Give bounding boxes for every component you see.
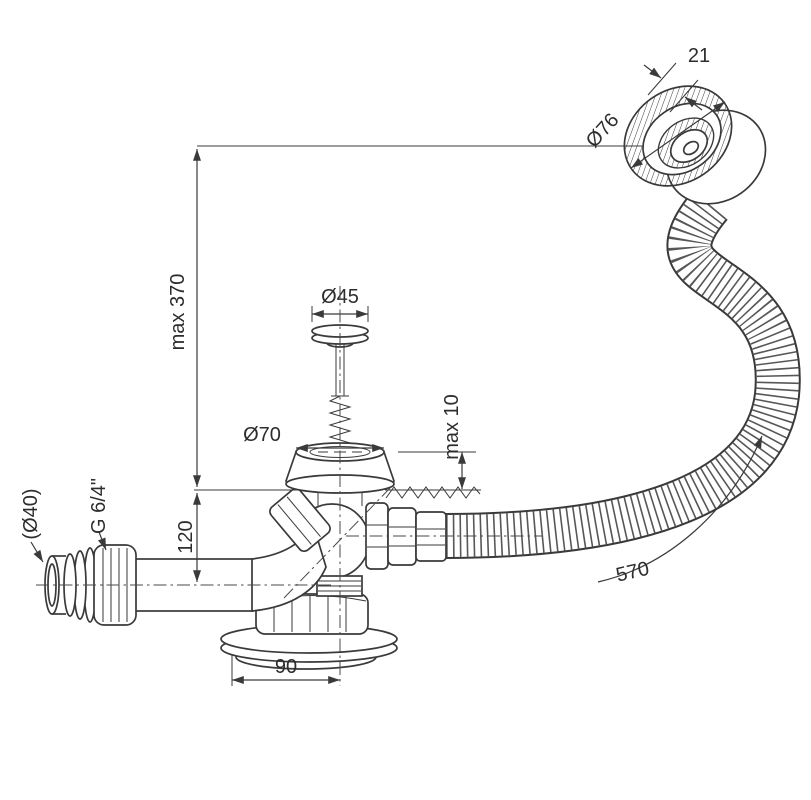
dim-label-21: 21 — [688, 45, 710, 67]
dim-label-d70: Ø70 — [243, 424, 281, 446]
dim-21: 21 — [643, 45, 710, 113]
dim-label-max-370: max 370 — [167, 274, 189, 351]
outlet-tailpiece — [44, 555, 66, 615]
tub-through-stub — [317, 491, 363, 506]
dim-label-d40: (Ø40) — [20, 488, 42, 539]
elbow-union-nut — [269, 487, 331, 553]
dim-120: 120 — [175, 489, 298, 582]
dim-max-10: max 10 — [398, 394, 476, 489]
dim-90: 90 — [231, 654, 340, 686]
dim-g64: G 6/4" — [88, 478, 110, 551]
plug-stem — [335, 344, 345, 396]
dim-label-570: 570 — [614, 558, 651, 587]
elbow-axis-centerline — [283, 485, 393, 599]
tub-hatch — [385, 486, 481, 499]
dim-d70: Ø70 — [243, 424, 384, 452]
hose-ribs — [443, 191, 799, 557]
dim-max-370: max 370 — [167, 145, 642, 487]
overflow-hose — [443, 190, 801, 559]
hose-body — [443, 191, 799, 557]
tub-section-line — [385, 486, 481, 499]
dim-label-max-10: max 10 — [441, 394, 463, 460]
dim-d40: (Ø40) — [20, 488, 44, 563]
dim-label-g64: G 6/4" — [88, 478, 110, 534]
overflow-cap — [623, 85, 767, 205]
dim-label-120: 120 — [175, 520, 197, 553]
dim-label-90: 90 — [275, 656, 297, 678]
centerlines — [36, 286, 542, 686]
